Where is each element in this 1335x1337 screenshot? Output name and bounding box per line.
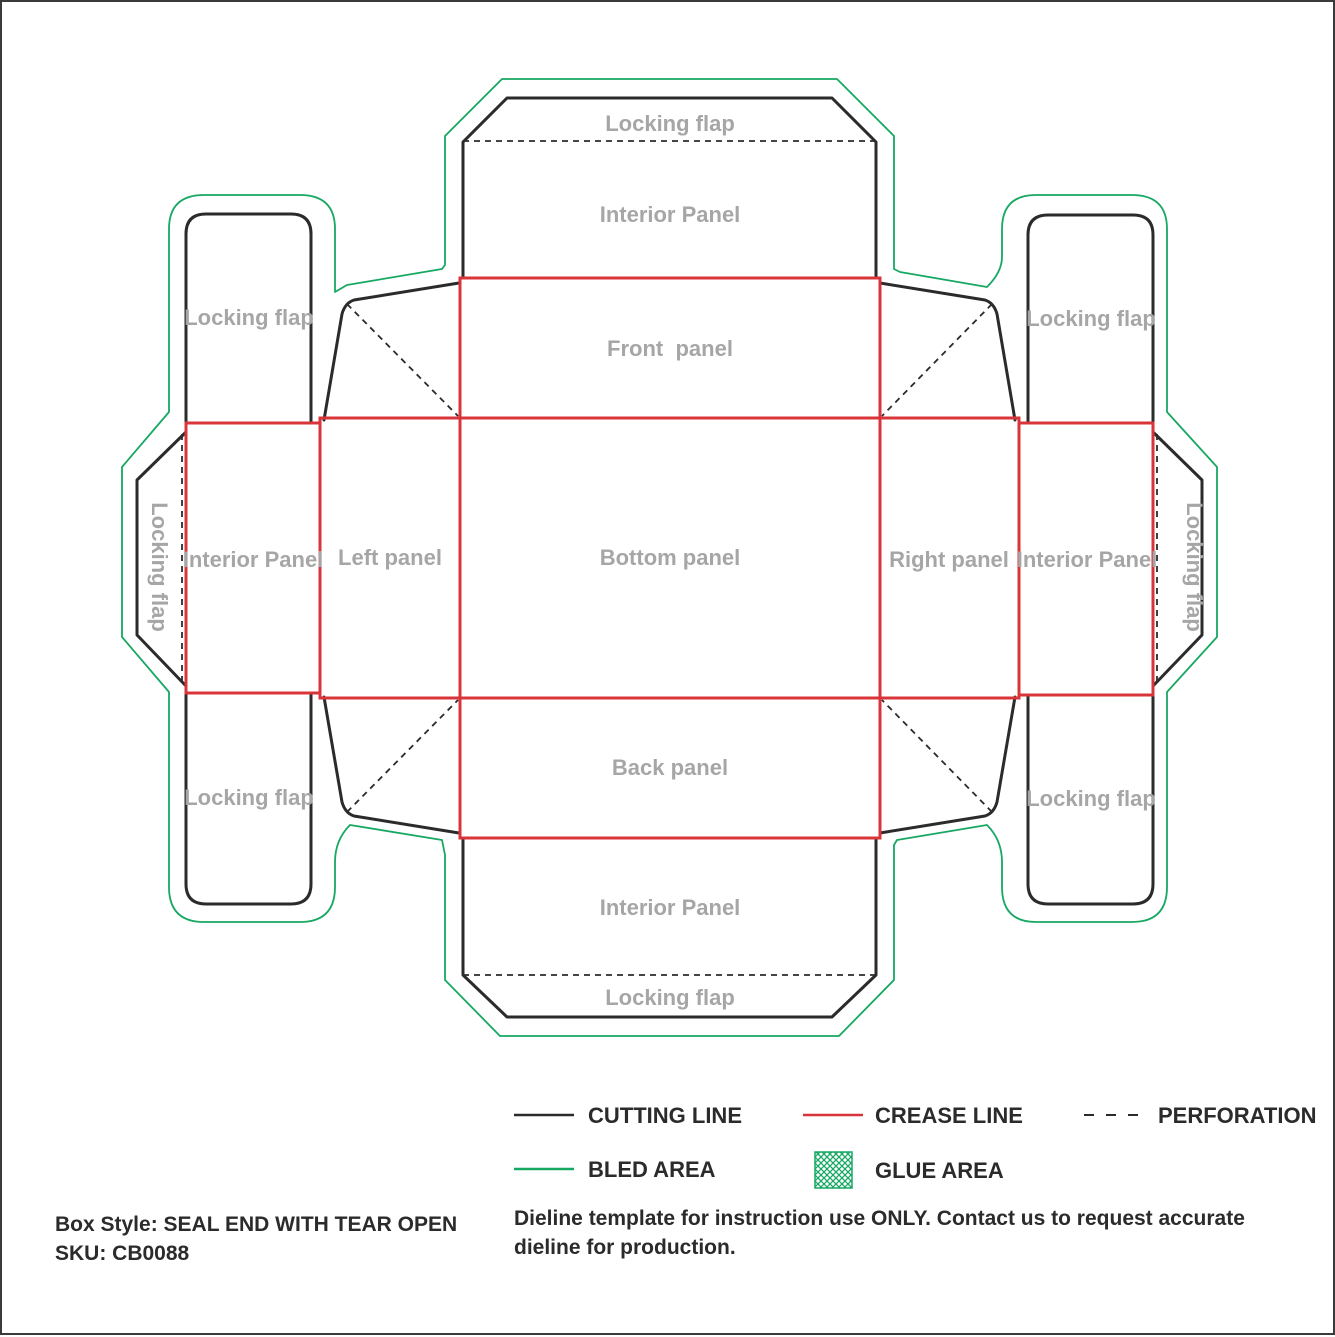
label-right-upper-locking-flap: Locking flap: [1026, 306, 1156, 331]
label-back-panel: Back panel: [612, 755, 728, 780]
label-bottom-panel: Bottom panel: [600, 545, 741, 570]
cut-right-lower-locking-flap: [1026, 693, 1155, 906]
label-bottom-locking-flap: Locking flap: [605, 985, 735, 1010]
label-left-upper-locking-flap: Locking flap: [184, 305, 314, 330]
legend-glue-label: GLUE AREA: [875, 1158, 1004, 1183]
cut-upper-right-dust-flap: [878, 281, 1017, 422]
cut-lower-left-dust-flap: [322, 695, 461, 835]
legend-bleed-label: BLED AREA: [588, 1157, 716, 1182]
cut-left-side-locking-flap: [135, 430, 188, 688]
label-right-panel: Right panel: [889, 547, 1009, 572]
cut-upper-left-dust-flap: [322, 281, 461, 422]
label-left-panel: Left panel: [338, 545, 442, 570]
legend-glue-swatch: [814, 1151, 853, 1189]
label-bottom-interior-panel: Interior Panel: [600, 895, 741, 920]
legend: CUTTING LINE CREASE LINE PERFORATION BLE…: [514, 1103, 1316, 1189]
sku-text: SKU: CB0088: [55, 1242, 190, 1265]
legend-perforation-label: PERFORATION: [1158, 1103, 1316, 1128]
cut-left-lower-locking-flap: [184, 691, 313, 906]
label-left-interior-panel: Interior Panel: [183, 547, 324, 572]
label-top-locking-flap: Locking flap: [605, 111, 735, 136]
label-front-panel: Front panel: [607, 336, 733, 361]
box-style-text: Box Style: SEAL END WITH TEAR OPEN: [55, 1213, 458, 1236]
label-left-side-locking-flap: Locking flap: [147, 502, 172, 632]
bleed-outline: [121, 78, 1218, 1037]
legend-cutting-label: CUTTING LINE: [588, 1103, 742, 1128]
box-info: Box Style: SEAL END WITH TEAR OPEN SKU: …: [55, 1210, 475, 1268]
label-right-side-locking-flap: Locking flap: [1182, 502, 1207, 632]
cut-right-upper-locking-flap: [1026, 213, 1155, 425]
disclaimer-text: Dieline template for instruction use ONL…: [514, 1207, 1245, 1259]
legend-crease-label: CREASE LINE: [875, 1103, 1023, 1128]
crease-lines: [184, 276, 1155, 840]
cut-top-flap: [461, 96, 878, 280]
perforation-lines: [181, 140, 1158, 976]
cut-bottom-flap: [461, 836, 878, 1019]
label-right-lower-locking-flap: Locking flap: [1026, 786, 1156, 811]
cut-left-upper-locking-flap: [184, 212, 313, 425]
cut-lower-right-dust-flap: [878, 695, 1017, 835]
label-left-lower-locking-flap: Locking flap: [184, 785, 314, 810]
cut-right-side-locking-flap: [1151, 430, 1204, 688]
label-top-interior-panel: Interior Panel: [600, 202, 741, 227]
label-right-interior-panel: Interior Panel: [1017, 547, 1158, 572]
